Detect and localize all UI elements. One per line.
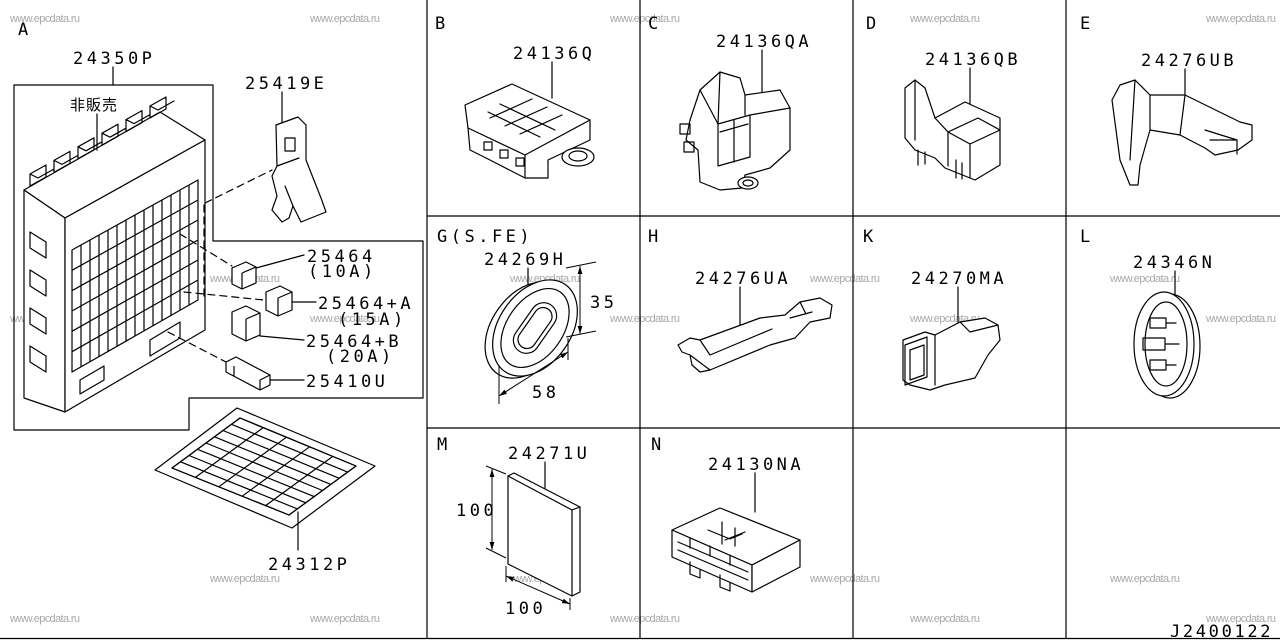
- watermark-text: www.epcdata.ru: [9, 13, 80, 25]
- dimension-width-value: 100: [505, 599, 546, 619]
- connector-drawing: [671, 507, 801, 593]
- assembly-group-outline: [13, 84, 424, 431]
- diagram-code: J2400122: [1170, 622, 1274, 640]
- dimension-width-value: 58: [532, 383, 559, 403]
- watermark-text: www.epcdata.ru: [909, 13, 980, 25]
- watermark-text: www.epcdata.ru: [1205, 613, 1276, 625]
- panel-l-label: L: [1080, 227, 1094, 247]
- watermark-text: www.epcdata.ru: [9, 613, 80, 625]
- fuse-block-connectors: [29, 96, 175, 187]
- part-number-bracket: 25419E: [245, 74, 327, 94]
- dimension-height: 35: [565, 261, 617, 338]
- panel-e-label: E: [1080, 14, 1094, 34]
- grommet-ring-drawing: [1133, 291, 1201, 399]
- part-number-cover-mat: 24312P: [268, 555, 350, 575]
- panel-c-label: C: [648, 14, 662, 34]
- not-for-sale-note: 非販売: [70, 96, 118, 114]
- panel-k-label: K: [863, 227, 877, 247]
- panel-b: B 24136Q: [435, 14, 595, 179]
- assembly-dashed-lines: [167, 169, 273, 363]
- holder-drawing: [464, 83, 595, 179]
- part-number-24276ub: 24276UB: [1141, 51, 1237, 71]
- part-number-fuse-20a: 25464+B: [306, 332, 402, 352]
- panel-n-label: N: [651, 435, 665, 455]
- panel-h-label: H: [648, 227, 662, 247]
- watermark-text: www.epcdata.ru: [1205, 13, 1276, 25]
- panel-a-label: A: [18, 20, 32, 40]
- watermark-text: www.epcdata.ru: [509, 273, 580, 285]
- part-number-fuse-10a: 25464: [307, 247, 376, 267]
- dimension-width: 58: [498, 338, 569, 404]
- watermark-text: www.epcdata.ru: [209, 573, 280, 585]
- fuse-rating-10a: (10A): [308, 262, 377, 282]
- part-number-fusible-link: 25410U: [306, 372, 388, 392]
- part-number-fuse-block: 24350P: [73, 49, 155, 69]
- dimension-width: 100: [505, 566, 571, 619]
- fuse-block-drawing: [23, 96, 206, 413]
- panel-m-label: M: [437, 435, 451, 455]
- panel-e: E 24276UB: [1080, 14, 1253, 186]
- panel-d-label: D: [866, 14, 880, 34]
- watermarks: www.epcdata.ru www.epcdata.ru www.epcdat…: [9, 13, 1276, 625]
- part-number-24136qa: 24136QA: [716, 32, 812, 52]
- watermark-text: www.epcdata.ru: [309, 613, 380, 625]
- fuse-block-side-ports: [29, 231, 181, 395]
- watermark-text: www.epcdata.ru: [309, 13, 380, 25]
- panel-k: K 24270MA: [863, 227, 1007, 391]
- watermark-text: www.epcdata.ru: [809, 273, 880, 285]
- fuse-rating-15a: (15A): [338, 310, 407, 330]
- fuse-slot-grid: [71, 179, 199, 373]
- leader-line: [259, 335, 305, 341]
- fuse-20a-drawing: [231, 305, 261, 342]
- fuse-rating-20a: (20A): [326, 347, 395, 367]
- panel-g: G(S.FE) 24269H 35 58: [437, 227, 617, 404]
- watermark-text: www.epcdata.ru: [609, 613, 680, 625]
- watermark-text: www.epcdata.ru: [1205, 313, 1276, 325]
- dimension-height: 100: [456, 465, 507, 559]
- panel-g-label: G(S.FE): [437, 227, 533, 247]
- dimension-height-value: 35: [590, 293, 617, 313]
- panel-n: N 24130NA: [651, 435, 804, 593]
- watermark-text: www.epcdata.ru: [309, 313, 380, 325]
- leader-line: [255, 254, 305, 269]
- part-number-24271u: 24271U: [508, 444, 590, 464]
- dimension-height-value: 100: [456, 501, 497, 521]
- fuse-10a-drawing: [231, 261, 257, 290]
- panel-m: M 24271U 100 100: [437, 435, 590, 619]
- watermark-text: www.epcdata.ru: [609, 13, 680, 25]
- pad-drawing: [507, 472, 581, 597]
- panel-c: C 24136QA: [648, 14, 812, 191]
- watermark-text: www.epcdata.ru: [1109, 273, 1180, 285]
- watermark-text: www.epcdata.ru: [809, 573, 880, 585]
- panel-d: D 24136QB: [866, 14, 1021, 181]
- panel-a: A 24350P 非販売 25419E: [13, 20, 424, 575]
- clip-drawing: [1111, 79, 1253, 186]
- part-number-24270ma: 24270MA: [911, 269, 1007, 289]
- watermark-text: www.epcdata.ru: [1109, 573, 1180, 585]
- holder-drawing: [904, 79, 1001, 181]
- part-number-24346n: 24346N: [1133, 253, 1215, 273]
- part-number-24136q: 24136Q: [513, 44, 595, 64]
- fuse-block-side-face: [23, 189, 66, 413]
- panel-h: H 24276UA: [648, 227, 833, 373]
- part-number-fuse-15a: 25464+A: [318, 294, 414, 314]
- panel-l: L 24346N: [1080, 227, 1215, 399]
- cover-mat-drawing: [154, 407, 376, 529]
- connector-drawing: [902, 317, 1001, 391]
- part-number-24136qb: 24136QB: [925, 50, 1021, 70]
- holder-drawing: [679, 71, 791, 191]
- watermark-text: www.epcdata.ru: [609, 313, 680, 325]
- part-number-24276ua: 24276UA: [695, 269, 791, 289]
- panel-b-label: B: [435, 14, 449, 34]
- fusible-link-drawing: [225, 356, 271, 391]
- bracket-drawing: [271, 116, 327, 223]
- fuse-15a-drawing: [265, 285, 293, 317]
- watermark-text: www.epcdata.ru: [909, 613, 980, 625]
- clip-drawing: [677, 297, 833, 373]
- part-number-24269h: 24269H: [484, 250, 566, 270]
- part-number-24130na: 24130NA: [708, 455, 804, 475]
